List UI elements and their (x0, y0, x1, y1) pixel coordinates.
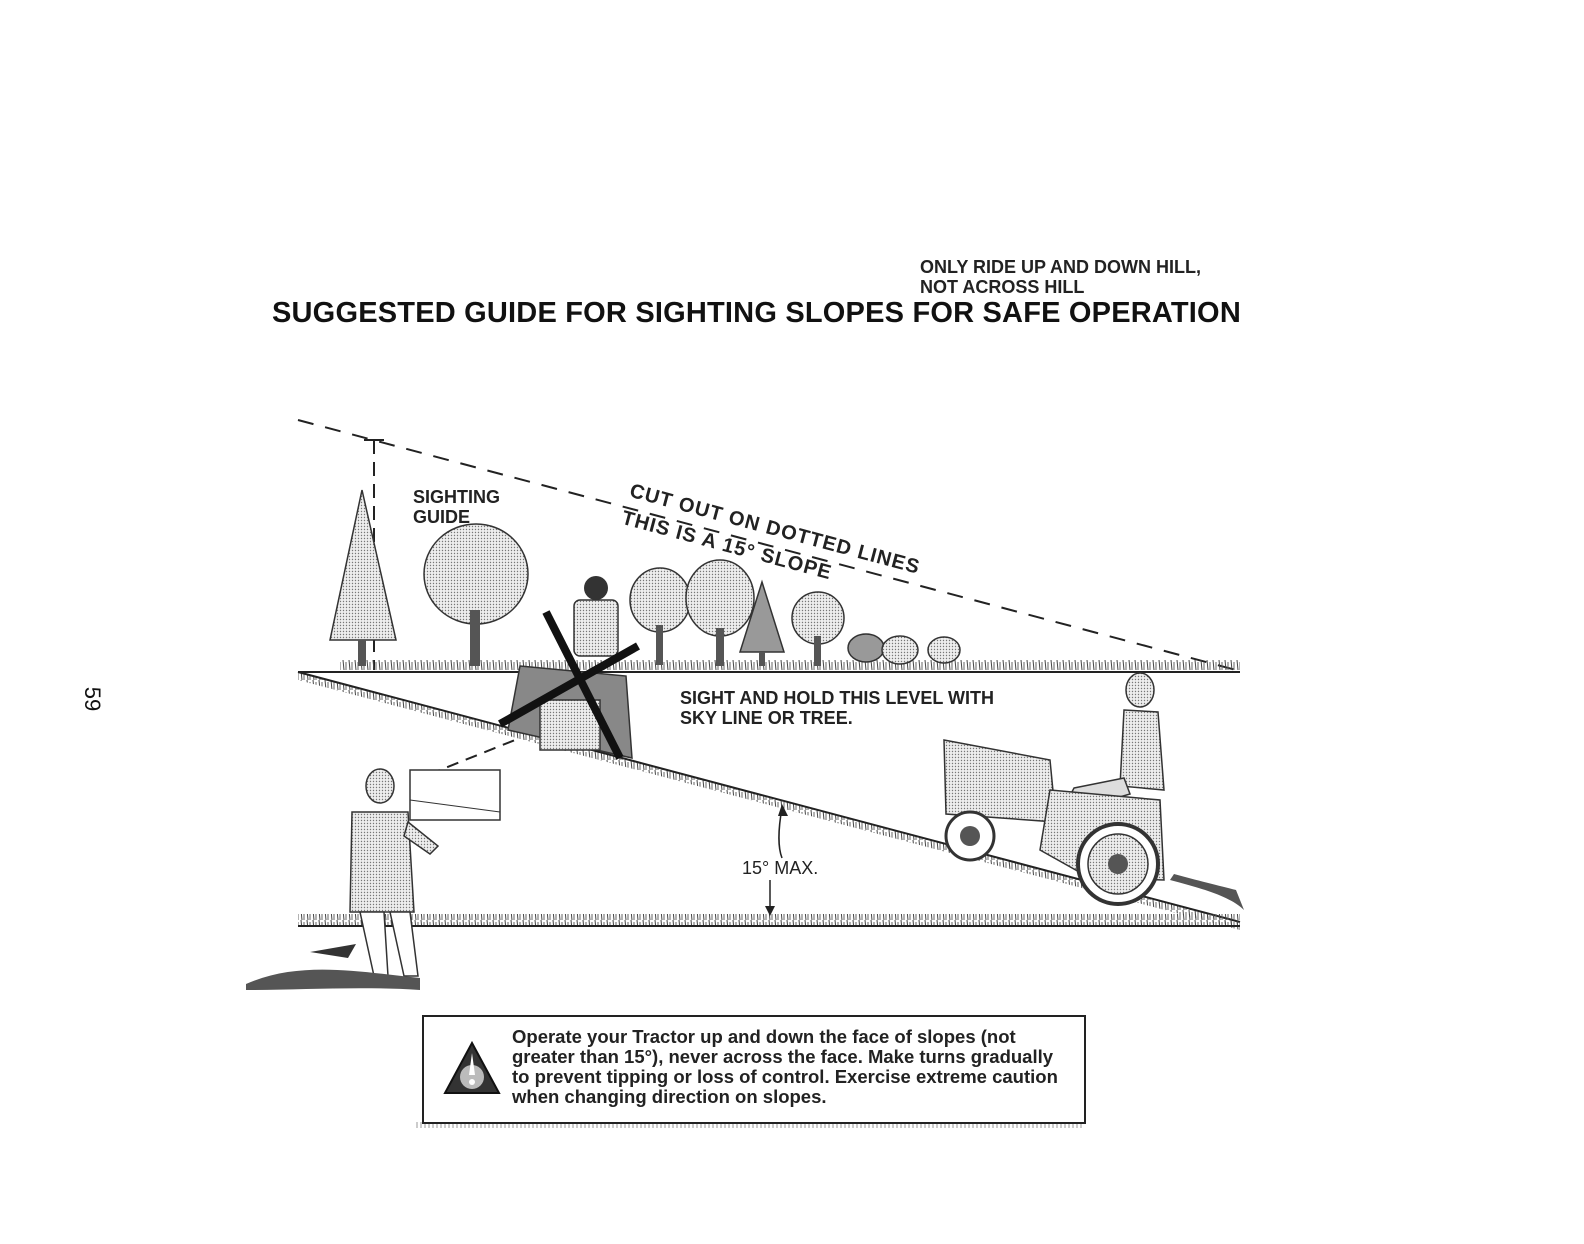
dashed-sight-line (297, 419, 1237, 671)
ride-instruction: ONLY RIDE UP AND DOWN HILL, NOT ACROSS H… (920, 257, 1202, 297)
page-title: SUGGESTED GUIDE FOR SIGHTING SLOPES FOR … (272, 297, 1241, 329)
warning-text: Operate your Tractor up and down the fac… (512, 1026, 1058, 1107)
person-sighting-icon (246, 768, 501, 990)
round-tree-icon (423, 523, 529, 666)
angle-indicator (765, 804, 788, 916)
max-angle-label: 15° MAX. (742, 858, 819, 878)
safe-tractor-icon (943, 672, 1244, 910)
sight-instruction: SIGHT AND HOLD THIS LEVEL WITH SKY LINE … (680, 688, 994, 728)
warning-box: Operate your Tractor up and down the fac… (422, 1015, 1086, 1124)
unsafe-tractor-crossed-icon (498, 576, 640, 760)
ground-grass (298, 914, 1240, 926)
pine-tree-icon (329, 489, 397, 666)
horizon-grass (340, 660, 1240, 670)
warning-triangle-icon (443, 1040, 501, 1094)
tree-group-icon (629, 559, 961, 666)
sighting-guide-label: SIGHTING GUIDE (413, 487, 501, 527)
warning-shadow (416, 1122, 1084, 1128)
